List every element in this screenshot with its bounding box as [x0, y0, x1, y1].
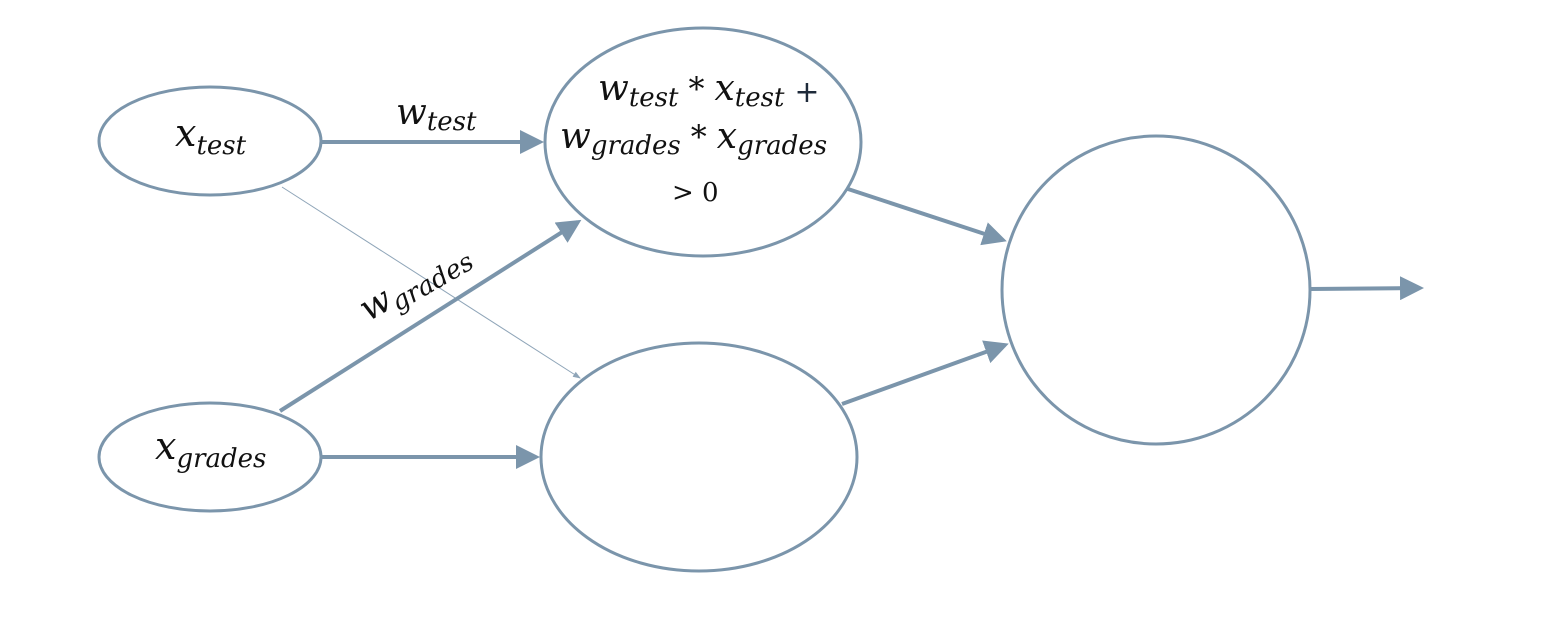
input-node-grades: [97, 401, 323, 513]
hidden-node-bottom: [539, 341, 859, 573]
edge-output: [1309, 276, 1424, 301]
hidden-node-top: [543, 26, 863, 258]
formula-line-3: > 0: [672, 178, 719, 208]
output-node: [1000, 134, 1312, 446]
weight-label-test: wtest: [396, 92, 477, 137]
edge-hidden-bottom-to-output: [841, 340, 1009, 406]
input-label-test: xtest: [175, 111, 247, 161]
input-node-test: [97, 85, 323, 197]
input-label-grades: xgrades: [155, 424, 266, 474]
edge-hidden-top-to-output: [847, 187, 1007, 246]
formula-line-1: wtest*xtest+: [598, 68, 820, 113]
edge-grades-to-hidden-top: [278, 219, 582, 413]
formula-line-2: wgrades*xgrades: [560, 116, 827, 161]
weight-label-grades: wgrades: [352, 234, 479, 333]
edge-test-to-hidden-bottom: [281, 186, 581, 379]
